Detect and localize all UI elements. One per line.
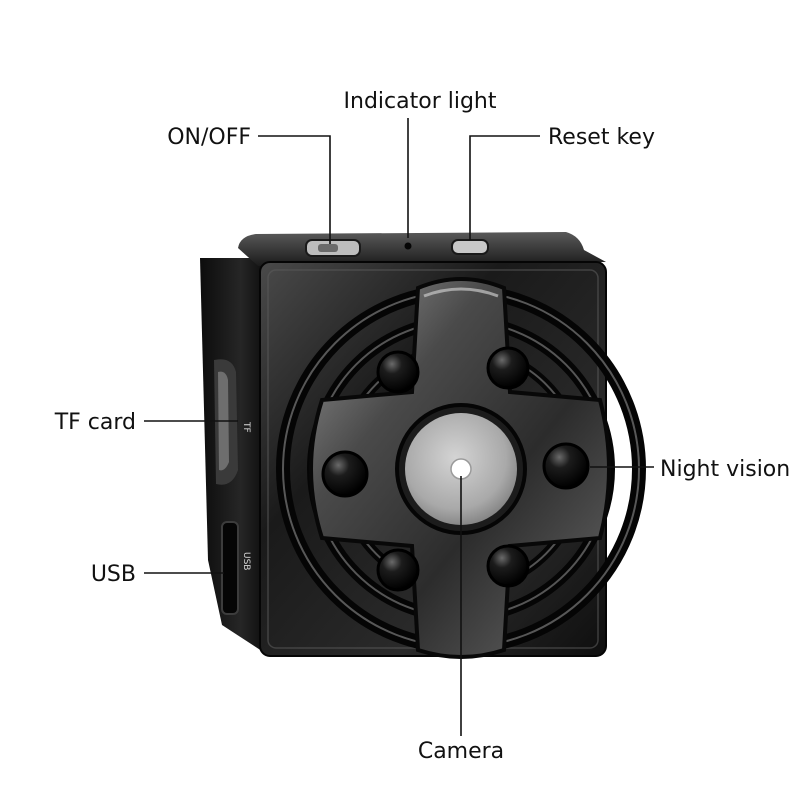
label-reset-key: Reset key — [548, 125, 655, 150]
label-usb: USB — [91, 562, 136, 587]
callout-labels: ON/OFF Indicator light Reset key TF card… — [54, 89, 791, 764]
label-indicator-light: Indicator light — [344, 89, 497, 114]
cross-highlight — [423, 287, 499, 298]
camera-body: TF USB — [200, 232, 646, 659]
usb-port — [221, 521, 239, 615]
ir-led-bottom-right — [486, 544, 530, 588]
leader-reset-key — [469, 135, 540, 240]
ir-led-right — [542, 442, 590, 490]
reset-key-button — [451, 239, 489, 255]
usb-port-print: USB — [241, 552, 251, 570]
indicator-light-hole — [404, 242, 412, 250]
label-camera: Camera — [418, 739, 504, 764]
night-vision-leds — [321, 346, 590, 592]
top-face — [238, 232, 606, 266]
ir-led-top-left — [376, 350, 420, 394]
label-night-vision: Night vision — [660, 457, 790, 482]
on-off-switch-knob — [318, 244, 338, 252]
label-on-off: ON/OFF — [167, 125, 251, 150]
label-tf-card: TF card — [54, 410, 136, 435]
leader-on-off — [258, 135, 331, 244]
leader-lines — [144, 118, 654, 736]
tf-port-print: TF — [241, 421, 251, 433]
ir-led-left — [321, 450, 369, 498]
ir-led-top-right — [486, 346, 530, 390]
ir-led-bottom-left — [376, 548, 420, 592]
